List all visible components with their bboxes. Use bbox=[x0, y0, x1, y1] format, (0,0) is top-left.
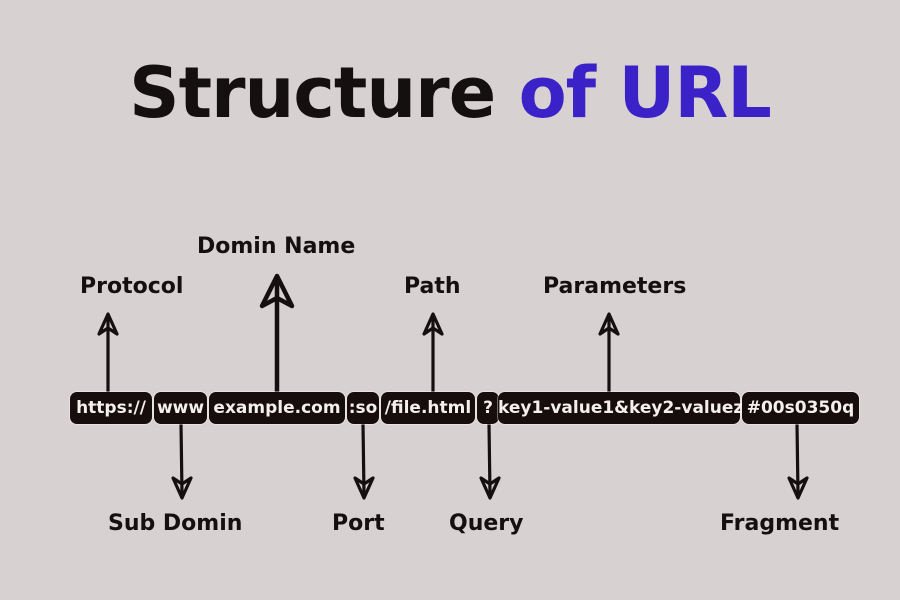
segment-subdomain: www bbox=[154, 392, 207, 424]
arrow-up-parameters-icon bbox=[598, 312, 620, 394]
page-title: Structure of URL bbox=[0, 52, 900, 134]
segment-path: /file.html bbox=[381, 392, 475, 424]
segment-port: :so bbox=[347, 392, 379, 424]
segment-query: ? bbox=[477, 392, 499, 424]
label-query: Query bbox=[449, 511, 524, 536]
segment-parameters: key1-value1&key2-valuez bbox=[498, 392, 743, 424]
arrow-down-query-icon bbox=[479, 422, 501, 500]
title-structure: Structure bbox=[129, 52, 496, 134]
arrow-down-subdomain-icon bbox=[171, 422, 193, 500]
label-domain-name: Domin Name bbox=[197, 234, 356, 259]
arrow-down-fragment-icon bbox=[787, 422, 809, 500]
segment-protocol: https:// bbox=[70, 392, 152, 424]
arrow-up-domain-icon bbox=[259, 273, 295, 395]
arrow-down-port-icon bbox=[353, 422, 375, 500]
arrow-up-protocol-icon bbox=[97, 312, 119, 394]
segment-fragment: #00s0350q bbox=[742, 392, 859, 424]
segment-domain: example.com bbox=[209, 392, 345, 424]
label-fragment: Fragment bbox=[720, 511, 840, 536]
label-parameters: Parameters bbox=[543, 274, 687, 299]
arrow-up-path-icon bbox=[422, 312, 444, 394]
label-path: Path bbox=[404, 274, 461, 299]
title-of-url: of URL bbox=[518, 52, 772, 134]
label-sub-domain: Sub Domin bbox=[108, 511, 243, 536]
label-port: Port bbox=[332, 511, 385, 536]
label-protocol: Protocol bbox=[80, 274, 184, 299]
